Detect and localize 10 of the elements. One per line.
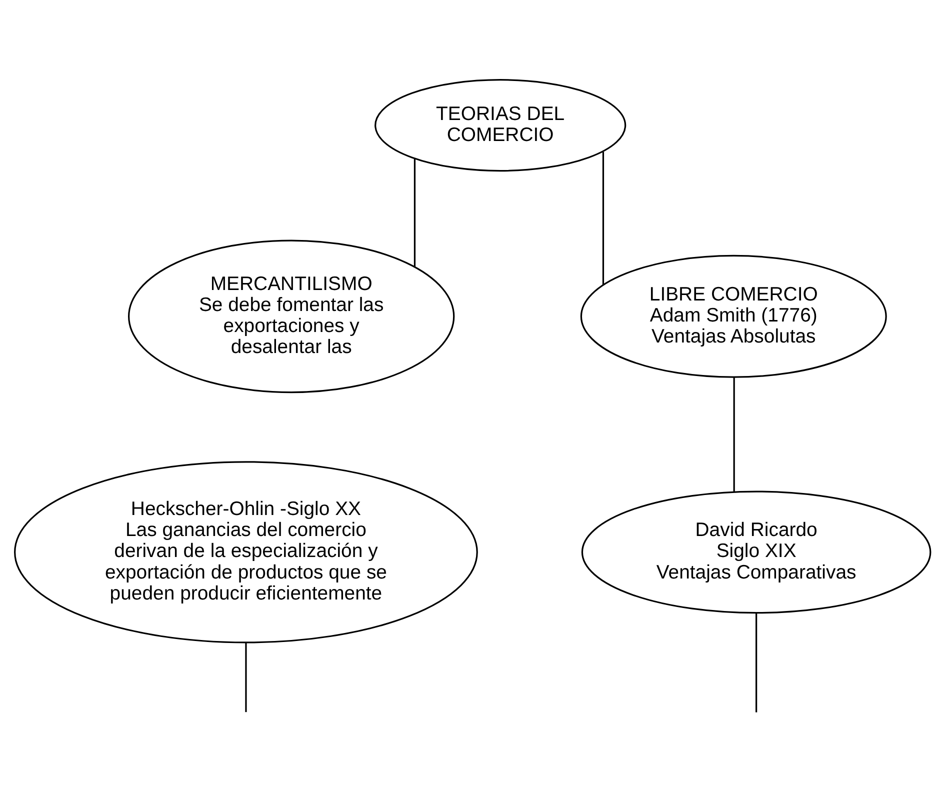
node-ellipse: TEORIAS DEL COMERCIO — [374, 79, 626, 172]
node-ellipse: LIBRE COMERCIO Adam Smith (1776) Ventajas Absolutas — [580, 254, 887, 378]
connector — [414, 159, 416, 266]
connector — [245, 642, 247, 712]
connector — [756, 612, 758, 712]
node-ellipse: MERCANTILISMO Se debe fomentar las exportaciones y desalentar las — [128, 240, 455, 394]
connector — [733, 377, 735, 492]
node-ellipse: David Ricardo Siglo XIX Ventajas Comparativas — [581, 490, 932, 614]
node-ellipse: Heckscher-Ohlin -Siglo XX Las ganancias del comercio derivan de la especialización y exportación de productos que se pueden producir eficientemente — [14, 461, 478, 644]
connector — [602, 152, 604, 285]
